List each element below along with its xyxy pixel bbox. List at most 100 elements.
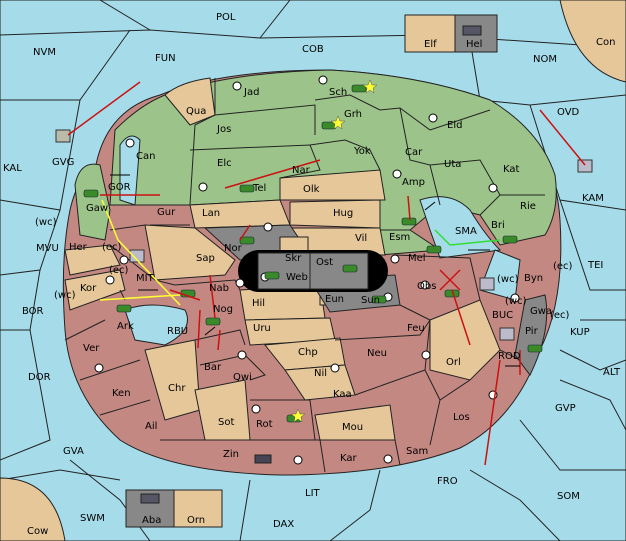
army-unit-icon[interactable] (502, 235, 518, 244)
army-unit-icon[interactable] (239, 236, 255, 245)
label-tel: Tel (252, 183, 266, 194)
label-fun: FUN (155, 53, 176, 64)
star-icon (290, 408, 306, 423)
label-ec4: (ec) (550, 310, 570, 321)
label-cow: Cow (27, 526, 48, 537)
fleets (55, 25, 593, 504)
label-olk: Olk (303, 184, 320, 195)
army-unit-icon[interactable] (401, 217, 417, 226)
label-web: Web (286, 272, 308, 283)
province-elf[interactable] (404, 14, 456, 53)
label-uta: Uta (444, 159, 461, 170)
label-wc4: (wc) (505, 296, 527, 307)
label-ec2: (ec) (553, 261, 573, 272)
army-unit-icon[interactable] (83, 189, 99, 198)
label-neu: Neu (367, 348, 387, 359)
label-ark: Ark (117, 321, 134, 332)
units (83, 84, 543, 423)
army-unit-icon[interactable] (264, 271, 280, 280)
army-unit-icon[interactable] (371, 295, 387, 304)
label-tei: TEI (587, 260, 603, 271)
supply-center-dot (488, 183, 498, 193)
label-byn: Byn (524, 273, 543, 284)
army-unit-icon[interactable] (116, 304, 132, 313)
label-nab: Nab (209, 283, 229, 294)
army-unit-icon[interactable] (527, 344, 543, 353)
label-fro: FRO (437, 476, 458, 487)
label-mit: MIT (136, 273, 155, 284)
fleet-icon[interactable] (577, 159, 593, 173)
label-eun: Eun (325, 294, 344, 305)
label-gva: GVA (63, 446, 84, 457)
label-kar: Kar (340, 453, 358, 464)
label-nvm: NVM (33, 47, 56, 58)
fleet-icon[interactable] (462, 25, 482, 36)
label-her: Her (69, 242, 88, 253)
label-qwi: Qwi (233, 372, 252, 383)
province-pir[interactable] (514, 294, 548, 376)
fleet-icon[interactable] (55, 129, 71, 143)
sea-rbu[interactable] (124, 304, 188, 346)
label-hug: Hug (333, 208, 353, 219)
label-nom: NOM (533, 54, 557, 65)
sea-gur-inlet[interactable] (119, 135, 141, 206)
army-unit-icon[interactable] (351, 84, 367, 93)
province-borders (64, 78, 545, 473)
province-qua[interactable] (164, 77, 216, 126)
label-skr: Skr (285, 253, 302, 264)
province-orl[interactable] (429, 299, 501, 381)
province-sap[interactable] (144, 224, 236, 281)
army-unit-icon[interactable] (239, 184, 255, 193)
supply-center-dot (232, 81, 242, 91)
supply-center-dot (420, 280, 430, 290)
label-kat: Kat (503, 164, 520, 175)
fleet-icon[interactable] (479, 277, 495, 291)
supply-center-dot (390, 254, 400, 264)
supply-center-dot (318, 75, 328, 85)
supply-center-dot (392, 169, 402, 179)
label-wc2: (wc) (54, 290, 76, 301)
label-gvp: GVP (555, 403, 576, 414)
supply-center-dot (510, 293, 520, 303)
label-dax: DAX (273, 519, 294, 530)
army-unit-icon[interactable] (342, 264, 358, 273)
label-eld: Eld (447, 120, 462, 131)
supply-center-dot (293, 455, 303, 465)
double-arrows (110, 174, 520, 367)
order-arrows (67, 81, 586, 466)
label-ver: Ver (83, 343, 100, 354)
province-olk[interactable] (279, 169, 386, 201)
army-unit-icon[interactable] (205, 317, 221, 326)
label-feu: Feu (407, 323, 425, 334)
fleet-icon[interactable] (140, 493, 160, 504)
label-jos: Jos (216, 124, 231, 135)
region-labels: POL NVM FUN COB Elf Hel Con NOM KAL GVG … (3, 12, 621, 537)
label-qua: Qua (186, 106, 206, 117)
province-orn[interactable] (173, 489, 223, 528)
fleet-icon[interactable] (129, 249, 145, 263)
fleet-icon[interactable] (254, 454, 272, 464)
label-mou: Mou (342, 422, 363, 433)
label-gwa: Gwa (530, 306, 552, 317)
province-her[interactable] (64, 244, 121, 276)
label-obs: Obs (417, 281, 436, 292)
label-nog: Nog (213, 304, 233, 315)
label-ail: Ail (145, 421, 157, 432)
supply-center-dot (198, 182, 208, 192)
supply-center-dot (330, 363, 340, 373)
label-sot: Sot (218, 417, 234, 428)
army-unit-icon[interactable] (426, 245, 442, 254)
label-orn: Orn (187, 515, 205, 526)
label-ovd: OVD (557, 107, 580, 118)
province-sot[interactable] (194, 379, 251, 441)
label-pir: Pir (525, 326, 539, 337)
label-jad: Jad (243, 87, 259, 98)
province-gaw[interactable] (74, 163, 111, 241)
label-ec1: (ec) (102, 242, 122, 253)
label-yok: Yok (353, 146, 371, 157)
label-rbu: RBU (167, 326, 188, 337)
label-rot: Rot (256, 419, 273, 430)
fleet-icon[interactable] (499, 327, 515, 341)
supply-center-dot (383, 454, 393, 464)
